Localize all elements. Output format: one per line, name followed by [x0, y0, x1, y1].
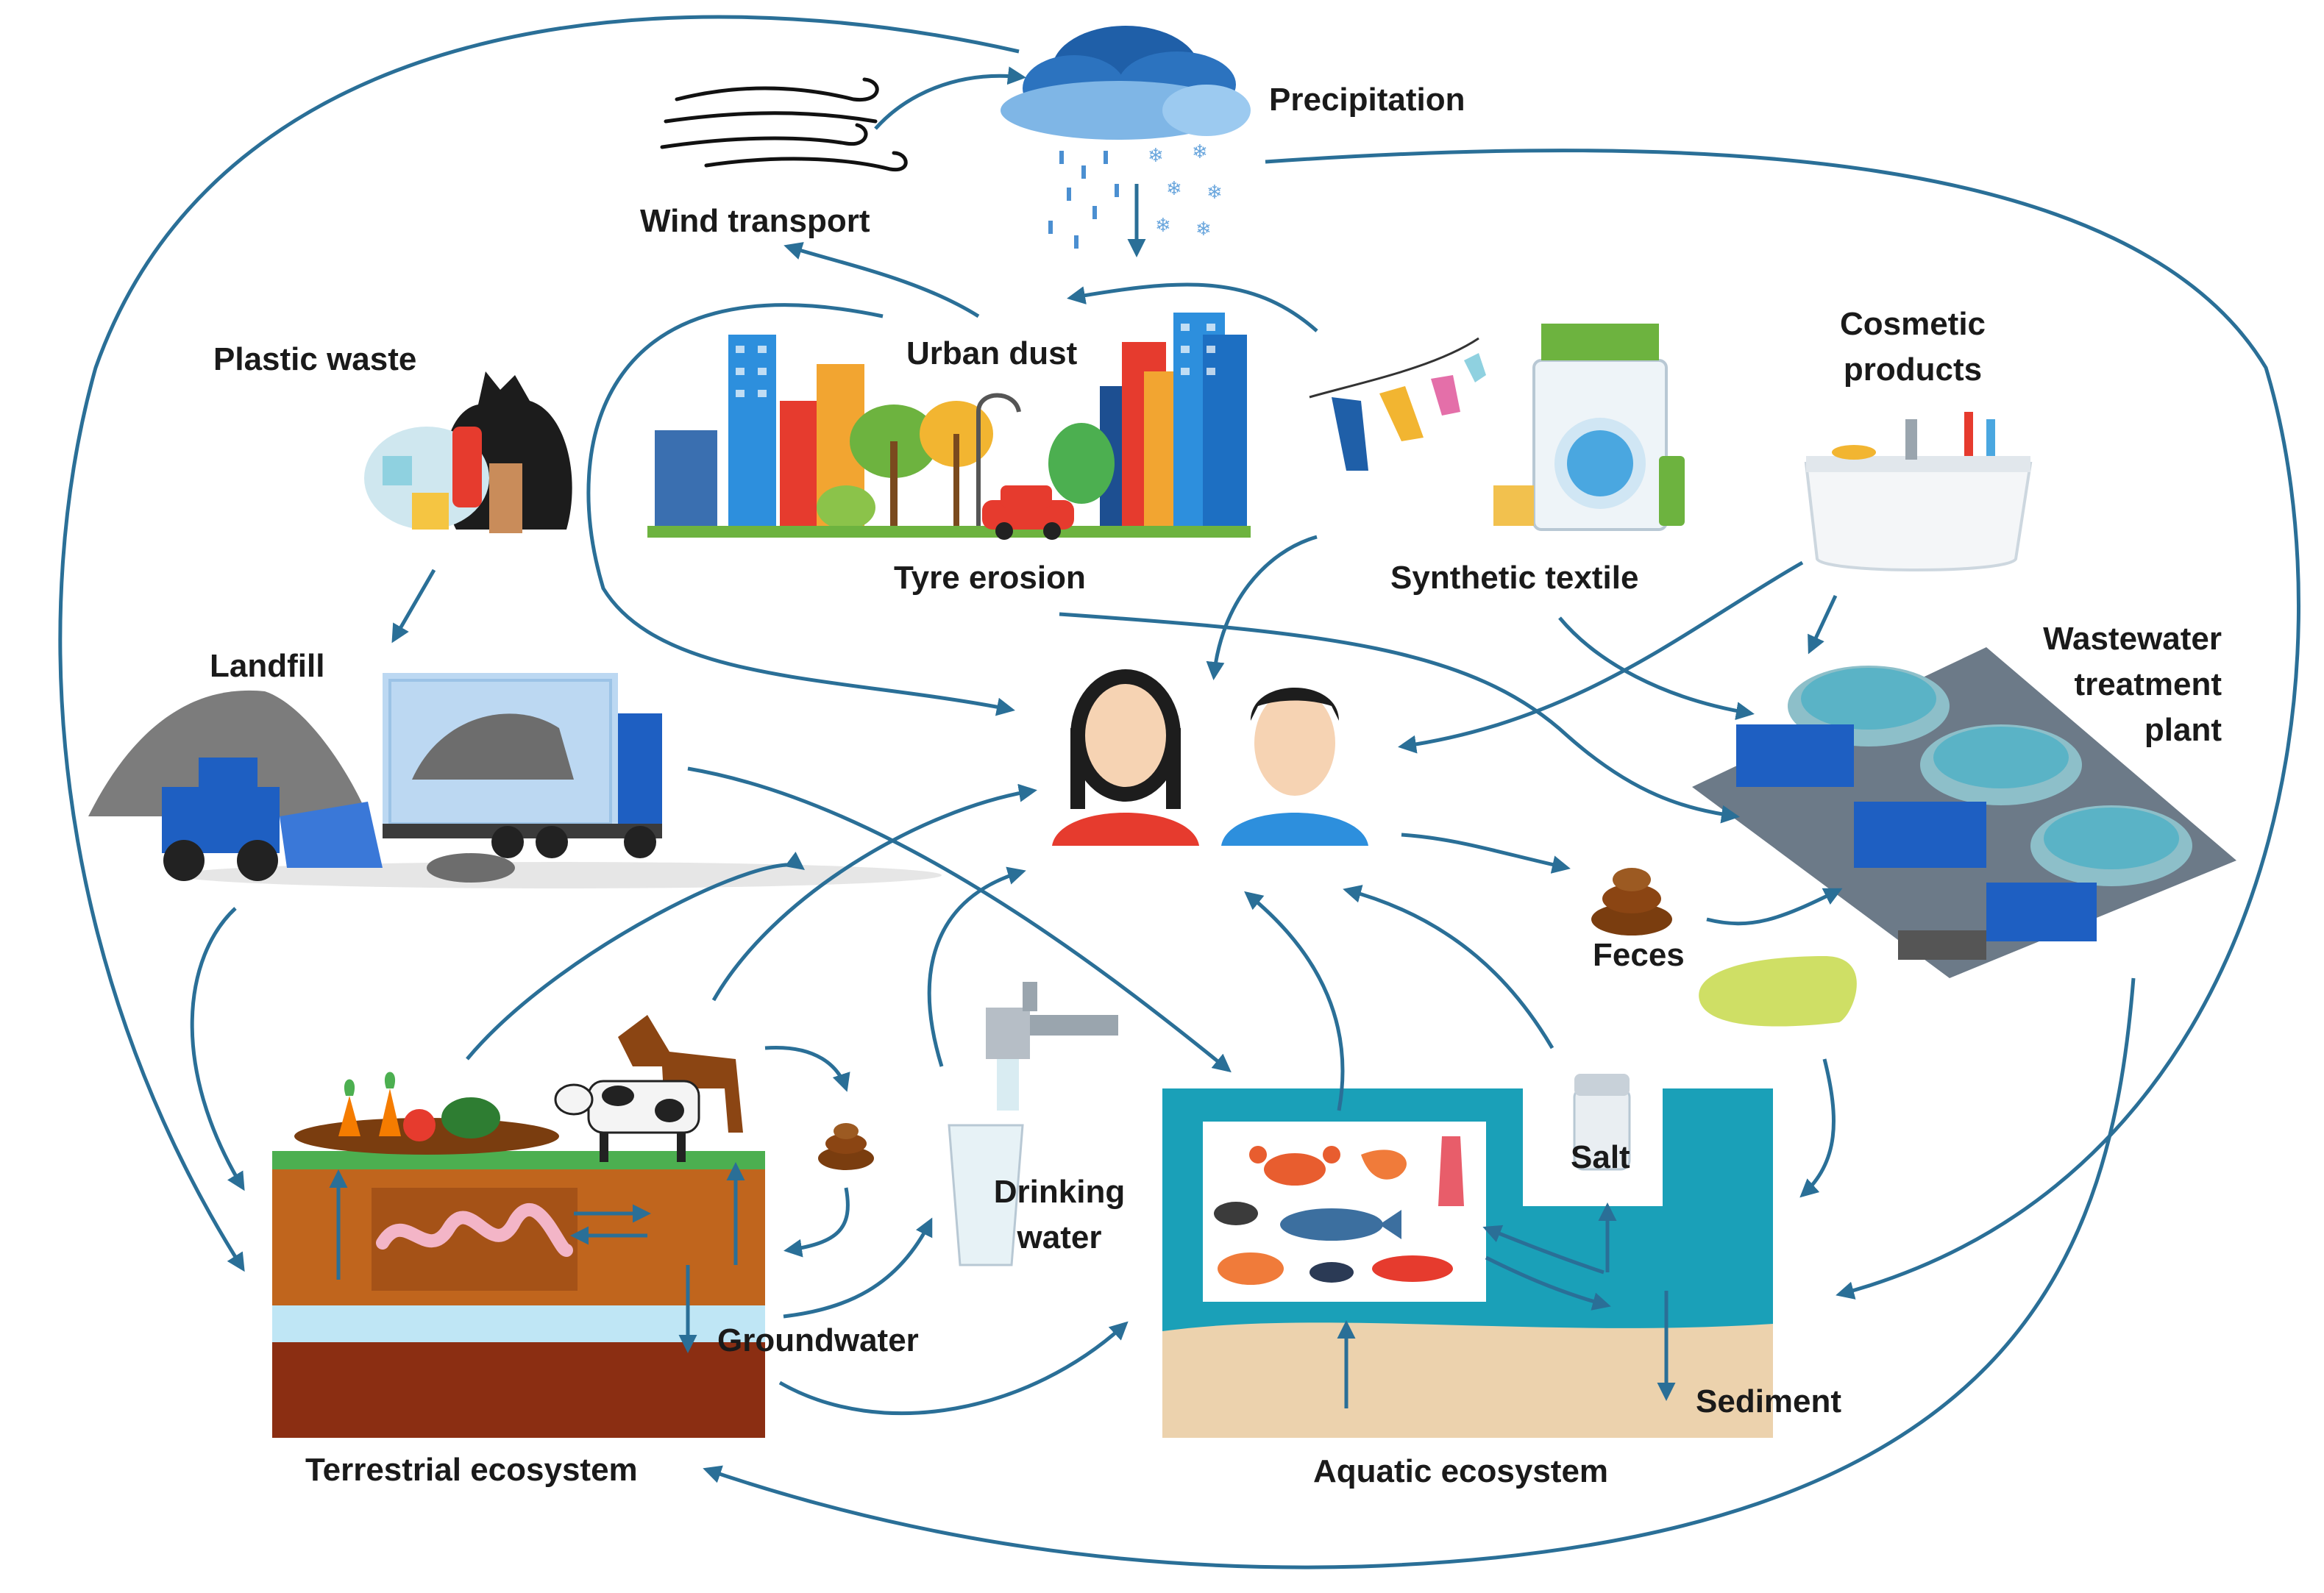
label-feces: Feces [1593, 937, 1685, 973]
feces-icon [818, 1123, 874, 1170]
label-cosmetic-line2: products [1843, 352, 1983, 388]
label-drinking-line1: Drinking [993, 1174, 1126, 1210]
label-synthetic-textile: Synthetic textile [1390, 560, 1639, 596]
feces-icon [1591, 868, 1672, 936]
arrow-humans-to-feces [1401, 833, 1571, 874]
label-drinking-water: Drinking water [971, 1169, 1148, 1261]
label-wastewater-line1: Wastewater [2043, 621, 2222, 657]
woman-icon [1052, 669, 1199, 846]
washing-machine-icon [1493, 324, 1685, 531]
label-groundwater: Groundwater [717, 1322, 919, 1358]
label-precipitation: Precipitation [1269, 82, 1465, 118]
laundry-icon [1309, 337, 1486, 471]
label-landfill: Landfill [210, 648, 325, 684]
label-plastic-waste: Plastic waste [213, 341, 417, 377]
label-wastewater-line3: plant [2144, 712, 2222, 748]
arrow-salt-to-humans [1343, 885, 1554, 1049]
arrow-precip-to-terrestrial [58, 15, 1020, 1272]
crab-icon [1249, 1146, 1340, 1186]
arrow-landfill-to-aquatic [687, 766, 1232, 1073]
label-tyre-erosion: Tyre erosion [894, 560, 1086, 596]
arrow-aquatic-to-sediment [1485, 1255, 1611, 1311]
arrow-plastic-to-landfill [391, 569, 436, 644]
city-icon [647, 313, 1251, 538]
salt-shaker-icon [1573, 1074, 1631, 1171]
landfill-icon [88, 690, 942, 888]
car-icon [982, 485, 1074, 540]
arrow-city-to-wind [783, 242, 980, 318]
faucet-icon [986, 982, 1118, 1111]
arrow-tyre-to-wwtp [1059, 612, 1740, 824]
wind-icon [660, 77, 908, 172]
arrow-wwtp-to-aquatic [1799, 1058, 1836, 1198]
man-icon [1221, 688, 1368, 846]
label-terrestrial-ecosystem: Terrestrial ecosystem [305, 1452, 638, 1488]
arrow-salt-to-aquatic [1482, 1225, 1605, 1275]
shrimp-icon [1361, 1150, 1407, 1180]
label-sediment: Sediment [1696, 1383, 1842, 1419]
arrow-aquatic-to-humans [1244, 891, 1345, 1111]
svg-text:❄: ❄ [1155, 214, 1171, 236]
arrow-feces-to-wwtp [1706, 888, 1843, 926]
svg-text:❄: ❄ [1192, 140, 1208, 163]
label-cosmetic-products: Cosmetic products [1817, 302, 2008, 393]
arrow-textile-to-humans [1206, 535, 1318, 680]
arrow-groundwater-to-aquatic [778, 1321, 1129, 1415]
cloud-icon: ❄❄ ❄❄ ❄❄ [1001, 26, 1251, 249]
label-wastewater-line2: treatment [2074, 666, 2222, 702]
cow-icon [554, 1080, 700, 1162]
truck-icon [383, 673, 662, 858]
worm-icon [376, 1203, 573, 1257]
flow-arrows [58, 15, 2301, 1569]
arrow-wind-to-cloud [874, 66, 1026, 130]
arrow-feces-to-soil [783, 1187, 850, 1258]
arrow-cosmetic-to-humans [1398, 560, 1804, 754]
arrow-groundwater-to-water [783, 1217, 933, 1319]
arrow-terrestrial-to-humans-2 [711, 783, 1037, 1002]
soil-block [272, 1151, 765, 1438]
arrow-water-to-humans [927, 866, 1026, 1067]
svg-text:❄: ❄ [1195, 218, 1212, 240]
label-wastewater-treatment-plant: Wastewater treatment plant [1913, 616, 2222, 753]
label-wind-transport: Wind transport [640, 203, 870, 239]
svg-text:❄: ❄ [1207, 181, 1223, 203]
fish-icon [1214, 1202, 1453, 1285]
vegetables-icon [294, 1072, 559, 1155]
treatment-plant-icon [1692, 647, 2236, 1027]
label-salt: Salt [1571, 1139, 1630, 1175]
svg-text:❄: ❄ [1148, 144, 1164, 166]
arrow-city-to-humans [586, 303, 1015, 716]
arrow-landfill-to-terrestrial [190, 907, 245, 1191]
label-cosmetic-line1: Cosmetic [1839, 306, 1986, 342]
bulldozer-icon [162, 758, 383, 881]
garbage-bag-icon [364, 371, 572, 533]
arrow-animals-to-feces [764, 1045, 850, 1092]
squid-icon [1438, 1136, 1464, 1206]
arrow-terrestrial-to-humans-1 [466, 852, 806, 1061]
arrow-textile-to-city [1067, 282, 1318, 332]
horse-icon [618, 1015, 743, 1133]
label-aquatic-ecosystem: Aquatic ecosystem [1313, 1453, 1609, 1489]
svg-text:❄: ❄ [1166, 177, 1182, 199]
label-urban-dust: Urban dust [906, 335, 1078, 371]
glass-icon [948, 1124, 1024, 1266]
sink-icon [1804, 412, 2033, 571]
arrow-cosmetic-to-wwtp [1808, 594, 1838, 655]
arrow-wwtp-to-terrestrial [703, 977, 2136, 1569]
arrow-precip-to-aquatic [1265, 149, 2301, 1300]
arrow-textile-to-wwtp [1558, 616, 1755, 721]
label-drinking-line2: water [1017, 1219, 1102, 1255]
